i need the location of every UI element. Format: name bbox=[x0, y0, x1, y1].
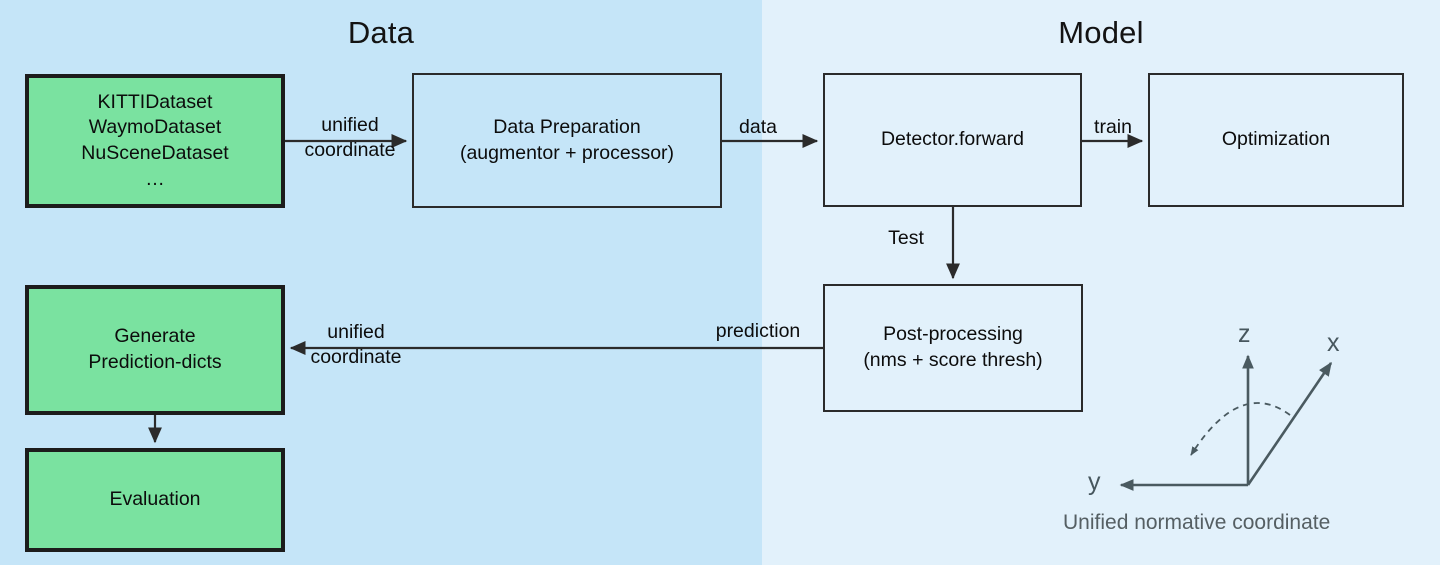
node-datasets[interactable]: KITTIDataset WaymoDataset NuSceneDataset… bbox=[25, 74, 285, 208]
axis-label-z: z bbox=[1238, 320, 1251, 348]
panel-data-title: Data bbox=[347, 15, 415, 50]
axis-label-y: y bbox=[1088, 468, 1101, 496]
node-post-processing[interactable]: Post-processing (nms + score thresh) bbox=[823, 284, 1083, 412]
node-optimization[interactable]: Optimization bbox=[1148, 73, 1404, 207]
node-evaluation[interactable]: Evaluation bbox=[25, 448, 285, 552]
edge-label-train: train bbox=[1094, 116, 1132, 138]
node-data-preparation[interactable]: Data Preparation (augmentor + processor) bbox=[412, 73, 722, 208]
edge-label-unified-coordinate-bottom: unified coordinate bbox=[310, 321, 402, 368]
edge-label-unified-coordinate-top: unified coordinate bbox=[304, 114, 396, 161]
node-detector-forward[interactable]: Detector.forward bbox=[823, 73, 1082, 207]
panel-model-title: Model bbox=[1058, 15, 1144, 50]
edge-label-prediction: prediction bbox=[715, 320, 801, 342]
edge-label-test: Test bbox=[888, 227, 924, 249]
node-generate-prediction-dicts[interactable]: Generate Prediction-dicts bbox=[25, 285, 285, 415]
edge-label-data: data bbox=[739, 116, 777, 138]
axis-label-x: x bbox=[1327, 329, 1340, 357]
coordinate-widget-caption: Unified normative coordinate bbox=[1063, 511, 1331, 534]
